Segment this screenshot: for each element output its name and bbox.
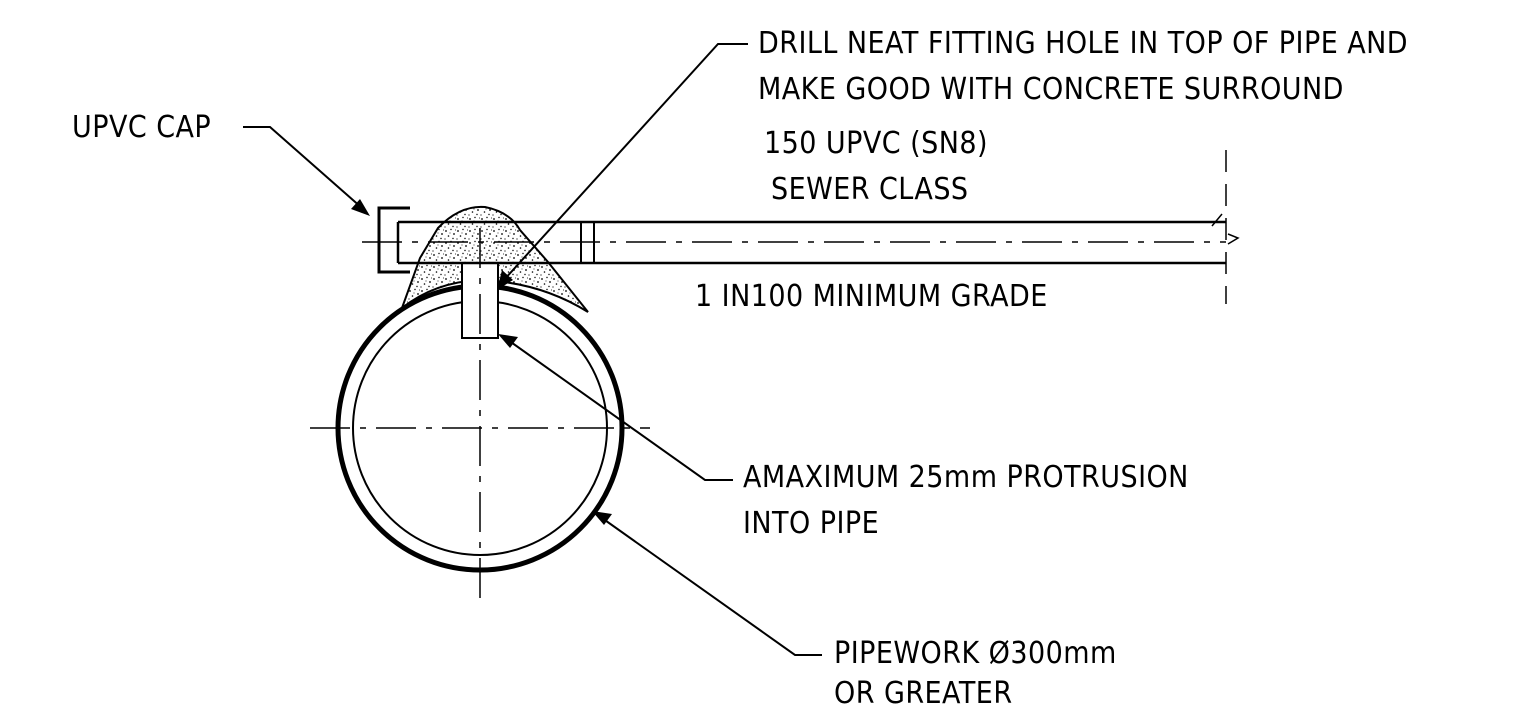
protrusion-note-line-1: AMAXIMUM 25mm PROTRUSION: [743, 460, 1189, 495]
grade-label: 1 IN100 MINIMUM GRADE: [695, 279, 1048, 314]
pipe-spec-line-2: SEWER CLASS: [771, 172, 969, 207]
upvc-cap-shape: [377, 206, 410, 274]
pipe-spec-line-1: 150 UPVC (SN8): [764, 126, 988, 161]
protrusion-leader-arrowhead: [498, 334, 518, 348]
drill-hole-leader: [502, 43, 748, 282]
drill-hole-leader-arrowhead: [497, 270, 513, 290]
pipework-leader: [601, 517, 822, 656]
drill-hole-note-line-2: MAKE GOOD WITH CONCRETE SURROUND: [758, 72, 1344, 107]
drill-hole-note-line-1: DRILL NEAT FITTING HOLE IN TOP OF PIPE A…: [758, 26, 1409, 61]
pipework-note-line-2: OR GREATER: [834, 676, 1013, 711]
concrete-surround: [399, 205, 589, 313]
upvc-cap-leader-arrowhead: [351, 199, 370, 216]
pipework-note-line-1: PIPEWORK Ø300mm: [834, 636, 1117, 671]
upvc-cap-label: UPVC CAP: [72, 110, 212, 145]
upvc-cap-leader: [243, 126, 363, 209]
protrusion-note-line-2: INTO PIPE: [743, 506, 880, 541]
pipe-break-mark: [1211, 213, 1240, 245]
pipework-leader-arrowhead: [592, 511, 612, 525]
protrusion-leader: [507, 339, 733, 481]
